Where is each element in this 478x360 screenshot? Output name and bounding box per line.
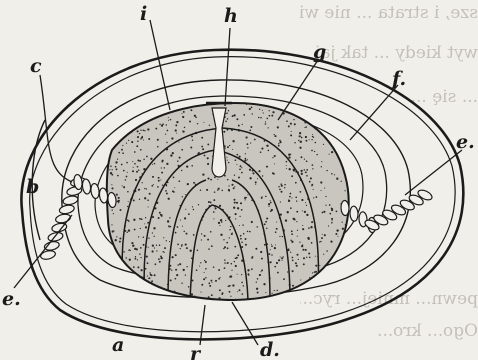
latebra [212, 108, 226, 177]
leader-i [150, 20, 170, 110]
leader-h [225, 28, 230, 106]
label-b: b [26, 176, 39, 198]
label-c: c [30, 55, 42, 77]
yolk [104, 99, 356, 306]
chalaza-left [40, 174, 117, 260]
label-d: d. [260, 339, 280, 360]
leader-g [278, 60, 318, 120]
label-g: g [313, 41, 326, 63]
label-i: i [140, 3, 147, 25]
label-r: r [190, 343, 202, 360]
label-e-right: e. [456, 131, 475, 153]
leader-f [350, 85, 398, 140]
label-e-left: e. [2, 288, 21, 310]
label-a: a [112, 334, 124, 356]
label-f: f. [390, 68, 406, 90]
label-h: h [224, 5, 238, 27]
